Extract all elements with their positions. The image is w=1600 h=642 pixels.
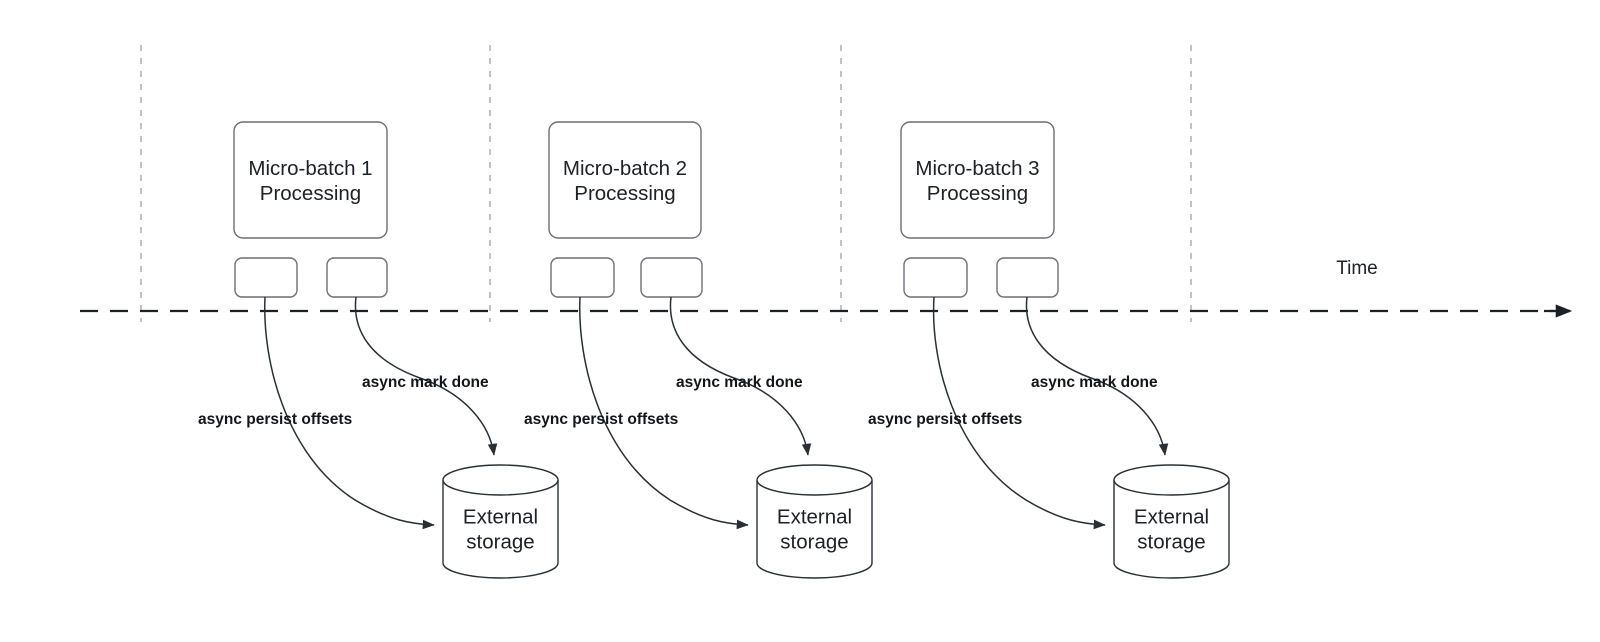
task-3b-box[interactable]	[996, 257, 1059, 298]
micro-batch-1-storage-label-line2: storage	[466, 531, 534, 554]
task-2a-box[interactable]	[550, 257, 615, 298]
mark-done-2-label: async mark done	[676, 374, 803, 391]
micro-batch-2-box[interactable]	[548, 121, 702, 239]
micro-batch-1-storage-label-line1: External	[463, 506, 538, 529]
mark-done-1-label: async mark done	[362, 374, 489, 391]
micro-batch-3-storage-top	[1113, 464, 1230, 496]
micro-batch-2-storage-top	[756, 464, 873, 496]
mark-done-2-curve	[669, 296, 812, 456]
micro-batch-3-box[interactable]	[900, 121, 1055, 239]
micro-batch-2-label-line2: Processing	[574, 182, 675, 205]
micro-batch-1-storage-top	[442, 464, 559, 496]
micro-batch-2-storage-body[interactable]	[756, 480, 873, 579]
micro-batch-3-label-line2: Processing	[927, 182, 1028, 205]
task-3a-box[interactable]	[903, 257, 968, 298]
micro-batch-3-storage-body[interactable]	[1113, 480, 1230, 579]
persist-offsets-2-curve	[578, 296, 749, 530]
task-1a-box[interactable]	[234, 257, 298, 298]
persist-offsets-2-label: async persist offsets	[524, 411, 678, 428]
persist-offsets-1-curve	[263, 296, 435, 530]
mark-done-3-curve	[1025, 296, 1169, 456]
micro-batch-3-storage-label-line2: storage	[1137, 531, 1205, 554]
micro-batch-2-storage-label-line2: storage	[780, 531, 848, 554]
task-2b-box[interactable]	[640, 257, 703, 298]
persist-offsets-1-label: async persist offsets	[198, 411, 352, 428]
time-axis-label: Time	[1336, 258, 1378, 279]
micro-batch-3-label-line1: Micro-batch 3	[915, 157, 1039, 180]
persist-offsets-3-label: async persist offsets	[868, 411, 1022, 428]
micro-batch-2-storage-label-line1: External	[777, 506, 852, 529]
micro-batch-3-storage-label-line1: External	[1134, 506, 1209, 529]
micro-batch-1-box[interactable]	[233, 121, 388, 239]
micro-batch-2-label-line1: Micro-batch 2	[563, 157, 687, 180]
mark-done-3-label: async mark done	[1031, 374, 1158, 391]
persist-offsets-3-curve	[932, 296, 1106, 530]
micro-batch-1-label-line2: Processing	[260, 182, 361, 205]
micro-batch-1-storage-body[interactable]	[442, 480, 559, 579]
task-1b-box[interactable]	[326, 257, 388, 298]
micro-batch-1-label-line1: Micro-batch 1	[248, 157, 372, 180]
mark-done-1-curve	[354, 296, 498, 456]
